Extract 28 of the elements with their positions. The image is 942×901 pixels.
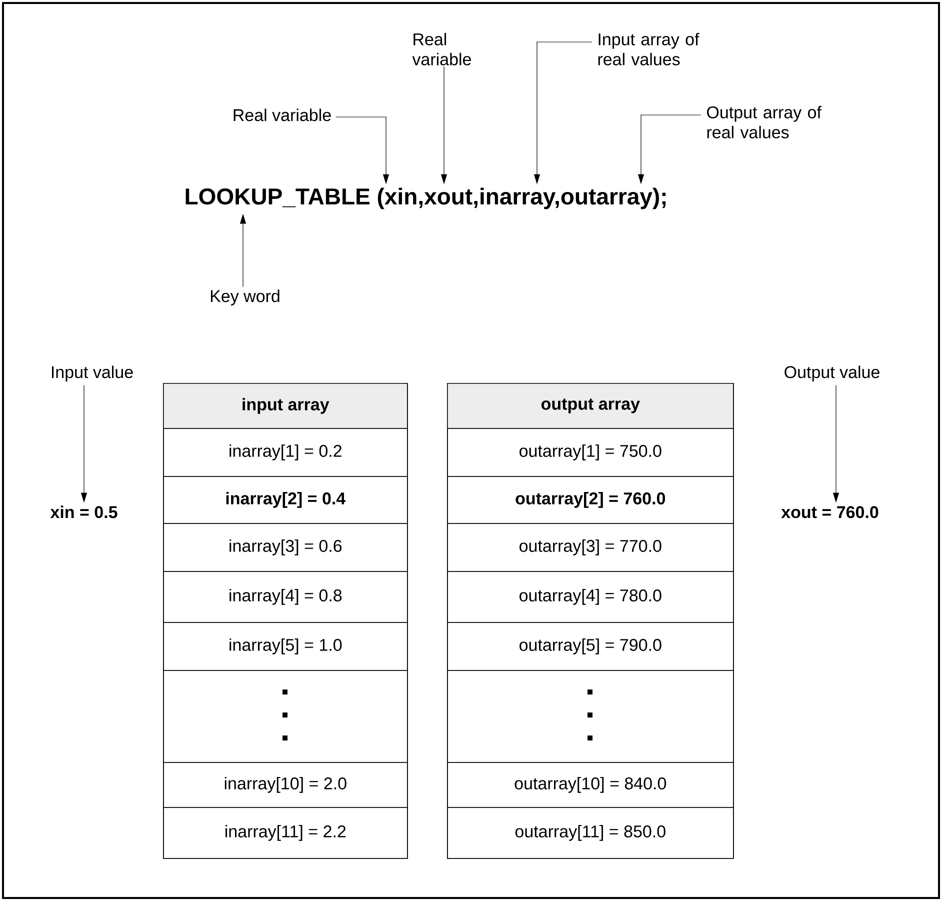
table-cell: outarray[3] = 770.0 xyxy=(447,523,734,572)
annotation-text: Output array of real values xyxy=(707,106,822,138)
table-cell: inarray[1] = 0.2 xyxy=(163,428,408,477)
annotation-text: Key word xyxy=(210,290,280,306)
value-text: xin = 0.5 xyxy=(50,506,118,518)
table-cell: outarray[2] = 760.0 xyxy=(447,476,734,524)
table-cell: inarray[2] = 0.4 xyxy=(163,476,408,524)
table-cell xyxy=(163,670,408,763)
table-cell: inarray[5] = 1.0 xyxy=(163,622,408,671)
table-cell: outarray[1] = 750.0 xyxy=(447,428,734,477)
table-cell xyxy=(447,670,734,763)
annotation-text: Real variable xyxy=(412,32,471,66)
table-cell: inarray[11] = 2.2 xyxy=(163,807,408,859)
table-cell: inarray[4] = 0.8 xyxy=(163,571,408,623)
table-cell: inarray[3] = 0.6 xyxy=(163,523,408,572)
table-cell: outarray[5] = 790.0 xyxy=(447,622,734,671)
annotation-text: Input value xyxy=(52,366,133,382)
table-cell: outarray[10] = 840.0 xyxy=(447,762,734,808)
header-cell: input array xyxy=(163,383,408,429)
table-cell: outarray[11] = 850.0 xyxy=(447,807,734,859)
annotation-text: Input array of real values xyxy=(598,32,700,66)
annotation-text: Real variable xyxy=(234,108,331,122)
header-cell: output array xyxy=(447,383,734,429)
table-cell: outarray[4] = 780.0 xyxy=(447,571,734,623)
value-text: xout = 760.0 xyxy=(781,506,878,518)
table-cell: inarray[10] = 2.0 xyxy=(163,762,408,808)
code-statement: LOOKUP_TABLE (xin,xout,inarray,outarray); xyxy=(186,188,666,210)
annotation-text: Output value xyxy=(784,366,880,382)
